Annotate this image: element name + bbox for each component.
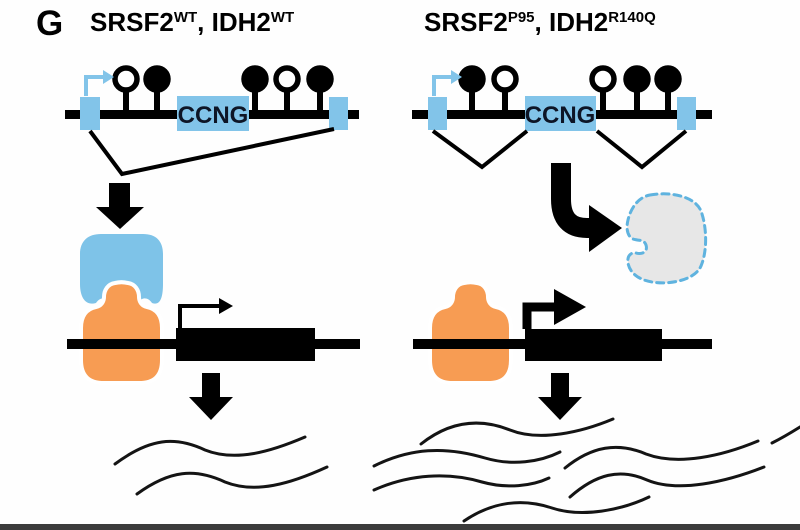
ccng-exon-label: CCNG [525, 102, 596, 129]
cofactor-protein-blob [428, 280, 513, 385]
transcript-wave [135, 465, 329, 496]
right-title-gene2-superscript: R140Q [608, 9, 656, 26]
lollipop-stem [252, 88, 258, 112]
down-arrow-head [189, 397, 233, 420]
lollipop-stem [665, 88, 671, 112]
transcription-arrow-bold-icon [522, 302, 556, 329]
transcript-wave [568, 465, 766, 499]
left-title-gene1-superscript: WT [173, 9, 198, 26]
transcript-wave [563, 439, 760, 470]
first-exon-box [428, 97, 447, 130]
figure-letter: G [36, 4, 64, 43]
cofactor-protein-blob [79, 280, 164, 385]
transcript-wave [462, 495, 651, 523]
methylation-stems [123, 88, 323, 112]
down-arrow-shaft [109, 183, 130, 208]
splice-junction-skip-line [88, 127, 335, 177]
right-panel-title: SRSF2P95, IDH2R140Q [424, 7, 656, 38]
lollipop-stem [600, 88, 606, 112]
transcription-arrowhead-icon [219, 298, 233, 314]
lollipop-stem [284, 88, 290, 112]
splice-junction-inclusion-line [595, 129, 688, 170]
methylation-lollipop [306, 65, 334, 93]
transcript-wave [113, 435, 307, 466]
last-exon-box [677, 97, 696, 130]
target-gene-body [176, 328, 315, 361]
down-arrow-icon [189, 373, 233, 420]
ccng-exon-label: CCNG [178, 102, 249, 129]
first-exon-box [80, 97, 100, 130]
methylation-lollipop [273, 65, 301, 93]
tss-arrow-icon [84, 75, 103, 96]
left-panel-title: SRSF2WT, IDH2WT [90, 7, 294, 38]
methylation-lollipop [112, 65, 140, 93]
ccng-exon-box [525, 96, 596, 131]
srsf2-protein-blob [80, 234, 163, 306]
curved-arrowhead-icon [589, 205, 622, 252]
lollipop-stem [317, 88, 323, 112]
right-title-gene1-superscript: P95 [507, 9, 535, 26]
down-arrow-shaft [551, 373, 569, 398]
methylation-lollipop [654, 65, 682, 93]
right-title-separator: , [534, 7, 549, 37]
ccng-exon-box [177, 96, 249, 131]
methylation-lollipop [491, 65, 519, 93]
transcript-wave [419, 417, 615, 446]
right-panel-diagram: CCNG [372, 65, 800, 523]
lollipop-stem [502, 88, 508, 112]
down-arrow-head [96, 207, 144, 229]
transcription-arrow-icon [178, 304, 220, 328]
transcription-arrowhead-bold-icon [554, 289, 586, 325]
left-panel-diagram: CCNG [65, 65, 360, 496]
degraded-srsf2-blob [625, 192, 708, 285]
curved-arrow-icon [551, 163, 591, 238]
transcript-wave [372, 449, 562, 468]
transcript-wave [372, 474, 551, 492]
tss-arrow-icon [432, 75, 451, 96]
target-gene-body [525, 329, 662, 361]
splice-junction-inclusion-line [431, 129, 529, 170]
left-title-gene1: SRSF2 [90, 7, 174, 37]
down-arrow-icon [96, 183, 144, 229]
methylation-stems [469, 88, 671, 112]
down-arrow-icon [538, 373, 582, 420]
last-exon-box [329, 97, 348, 130]
lollipop-stem [123, 88, 129, 112]
lollipop-stem [634, 88, 640, 112]
methylation-lollipop [143, 65, 171, 93]
tss-arrowhead-icon [103, 70, 114, 84]
lollipop-stem [469, 88, 475, 112]
tss-arrowhead-icon [451, 70, 462, 84]
methylation-lollipop [241, 65, 269, 93]
left-title-separator: , [197, 7, 212, 37]
transcript-waves-left [113, 435, 329, 496]
transcript-wave [770, 425, 800, 445]
down-arrow-shaft [202, 373, 220, 398]
left-title-gene2-superscript: WT [270, 9, 295, 26]
methylation-lollipop [623, 65, 651, 93]
right-title-gene2: IDH2 [548, 7, 609, 37]
lollipop-stem [154, 88, 160, 112]
bottom-edge-bar [0, 524, 800, 530]
down-arrow-head [538, 397, 582, 420]
methylation-lollipop [458, 65, 486, 93]
right-title-gene1: SRSF2 [424, 7, 508, 37]
left-title-gene2: IDH2 [211, 7, 271, 37]
transcript-waves-right [372, 417, 800, 523]
methylation-lollipop [589, 65, 617, 93]
